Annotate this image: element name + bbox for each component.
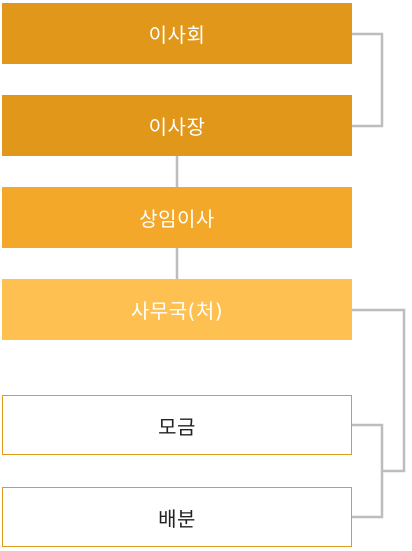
node-fundraising: 모금 bbox=[2, 395, 352, 455]
connector-secretariat-group bbox=[352, 308, 406, 473]
node-board-label: 이사회 bbox=[148, 23, 206, 47]
node-secretariat: 사무국(처) bbox=[2, 279, 352, 340]
node-executive-director-label: 상임이사 bbox=[139, 207, 215, 231]
node-distribution: 배분 bbox=[2, 487, 352, 547]
node-distribution-label: 배분 bbox=[158, 506, 196, 531]
node-executive-director: 상임이사 bbox=[2, 187, 352, 248]
node-board: 이사회 bbox=[2, 3, 352, 64]
connector-board-chairman bbox=[352, 32, 384, 128]
node-chairman: 이사장 bbox=[2, 95, 352, 156]
connector-fundraising-distribution bbox=[352, 423, 384, 519]
node-fundraising-label: 모금 bbox=[158, 414, 196, 439]
node-chairman-label: 이사장 bbox=[148, 115, 206, 139]
node-secretariat-label: 사무국(처) bbox=[130, 299, 224, 323]
